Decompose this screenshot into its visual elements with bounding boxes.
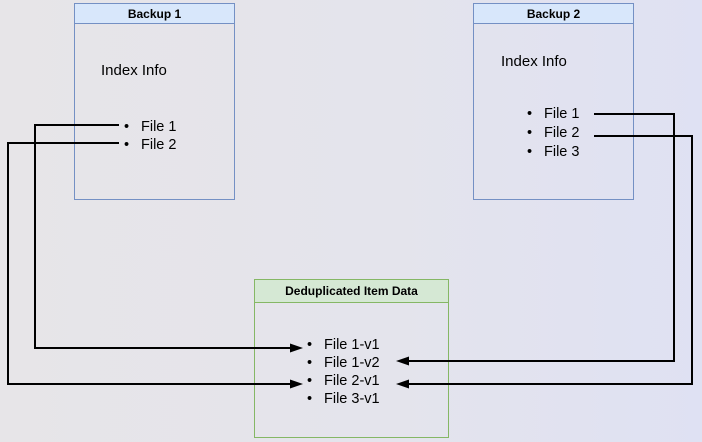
backup2-file-list: File 1File 2File 3 — [527, 105, 579, 162]
dedup-item-list: File 1-v1File 1-v2File 2-v1File 3-v1 — [307, 336, 380, 408]
backup2-title: Backup 2 — [526, 7, 581, 21]
dedup-title: Deduplicated Item Data — [285, 284, 418, 298]
backup2-header: Backup 2 — [474, 4, 633, 24]
backup1-file-list: File 1File 2 — [124, 118, 176, 154]
list-item: File 2 — [527, 124, 579, 143]
backup1-title: Backup 1 — [127, 7, 182, 21]
list-item: File 1 — [527, 105, 579, 124]
list-item: File 3-v1 — [307, 390, 380, 408]
dedup-header: Deduplicated Item Data — [255, 280, 448, 303]
list-item: File 1-v1 — [307, 336, 380, 354]
list-item: File 1-v2 — [307, 354, 380, 372]
list-item: File 2-v1 — [307, 372, 380, 390]
backup1-header: Backup 1 — [75, 4, 234, 24]
backup1-index-info-label: Index Info — [101, 62, 167, 79]
deduplicated-item-data-box: Deduplicated Item Data File 1-v1File 1-v… — [254, 279, 449, 438]
backup2-box: Backup 2 Index Info File 1File 2File 3 — [473, 3, 634, 200]
backup1-box: Backup 1 Index Info File 1File 2 — [74, 3, 235, 200]
list-item: File 1 — [124, 118, 176, 136]
backup2-index-info-label: Index Info — [501, 53, 567, 70]
list-item: File 3 — [527, 143, 579, 162]
list-item: File 2 — [124, 136, 176, 154]
